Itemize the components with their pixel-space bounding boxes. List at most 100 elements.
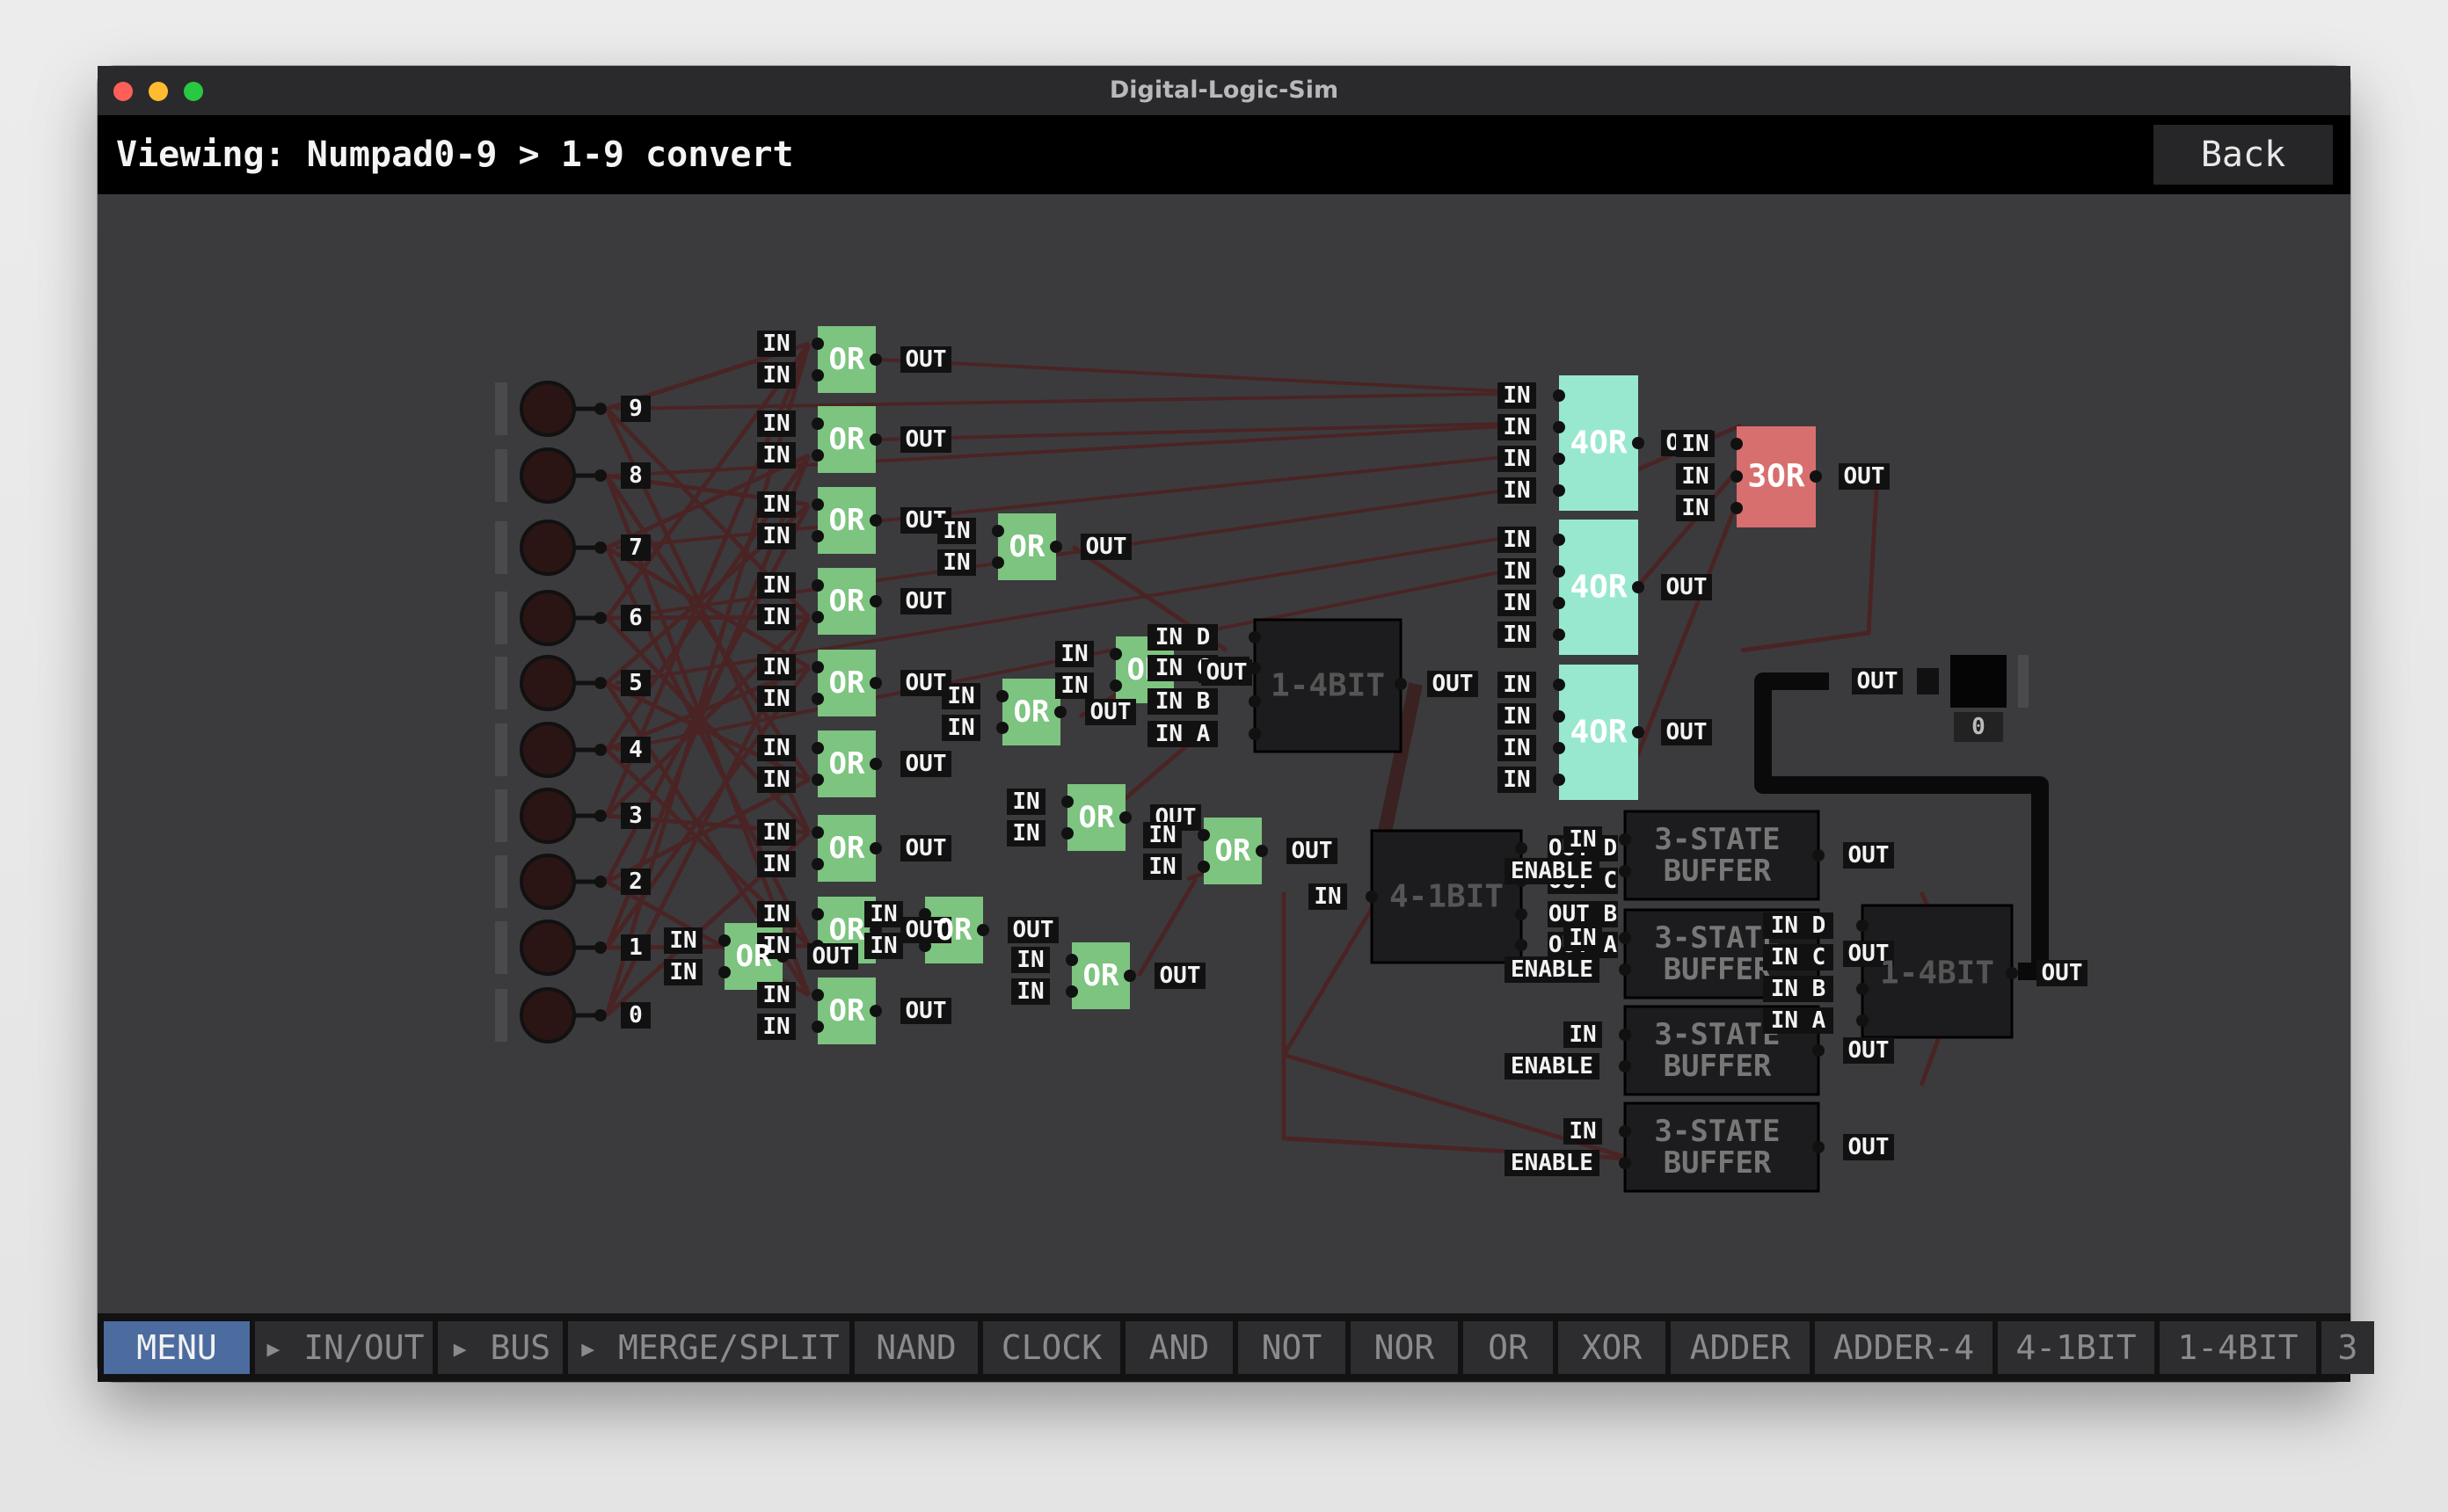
toolbar-item-clock[interactable]: CLOCK xyxy=(983,1321,1120,1374)
or-pin-out[interactable] xyxy=(870,353,882,366)
input-button-0[interactable] xyxy=(520,987,576,1043)
toolbar-item-bus[interactable]: ▸ BUS xyxy=(438,1321,563,1374)
input-button-8[interactable] xyxy=(520,447,576,504)
input-pin[interactable] xyxy=(594,810,607,822)
three-or-gate[interactable] xyxy=(1737,426,1816,527)
three-or-pin-in[interactable] xyxy=(1730,470,1743,483)
input-button-7[interactable] xyxy=(520,520,576,576)
minimize-dot-icon[interactable] xyxy=(149,82,168,101)
or-pin-in[interactable] xyxy=(1198,861,1210,873)
or-pin-in[interactable] xyxy=(812,369,824,382)
or-pin-in[interactable] xyxy=(1061,827,1074,840)
four-or-pin-in[interactable] xyxy=(1553,742,1565,754)
buffer-pin-out[interactable] xyxy=(1812,1141,1825,1153)
or-pin-in[interactable] xyxy=(812,418,824,430)
or-pin-in[interactable] xyxy=(812,774,824,786)
or-pin-out[interactable] xyxy=(870,758,882,770)
or-pin-out[interactable] xyxy=(870,677,882,689)
buffer-pin-out[interactable] xyxy=(1812,849,1825,861)
toolbar-item-and[interactable]: AND xyxy=(1126,1321,1233,1374)
input-button-1[interactable] xyxy=(520,920,576,976)
or-pin-in[interactable] xyxy=(812,742,824,754)
input-button-3[interactable] xyxy=(520,788,576,844)
input-handle[interactable] xyxy=(495,921,507,974)
or-pin-out[interactable] xyxy=(870,842,882,854)
close-dot-icon[interactable] xyxy=(113,82,133,101)
or-gate-5[interactable] xyxy=(818,731,876,797)
toolbar-item-1-4bit[interactable]: 1-4BIT xyxy=(2160,1321,2316,1374)
toolbar-item-3[interactable]: 3 xyxy=(2321,1321,2374,1374)
four-or-pin-out[interactable] xyxy=(1632,437,1644,449)
input-pin[interactable] xyxy=(594,876,607,888)
or-pin-in[interactable] xyxy=(812,338,824,350)
input-handle[interactable] xyxy=(495,789,507,842)
buffer-pin-enable[interactable] xyxy=(1619,865,1631,877)
toolbar-item-adder[interactable]: ADDER xyxy=(1671,1321,1810,1374)
chip-pin[interactable] xyxy=(1249,695,1261,708)
or-pin-in[interactable] xyxy=(992,525,1004,537)
or-gate-4[interactable] xyxy=(818,650,876,716)
or-pin-in[interactable] xyxy=(812,858,824,870)
or-pin-in[interactable] xyxy=(812,498,824,511)
or-pin-out[interactable] xyxy=(1050,541,1062,553)
four-or-pin-in[interactable] xyxy=(1553,710,1565,723)
input-pin[interactable] xyxy=(594,744,607,756)
input-pin[interactable] xyxy=(594,941,607,954)
or-gate-3[interactable] xyxy=(818,568,876,635)
four-or-pin-in[interactable] xyxy=(1553,774,1565,786)
or-pin-out[interactable] xyxy=(1256,845,1268,857)
chip-pin-out[interactable] xyxy=(1515,908,1527,920)
buffer-pin-in[interactable] xyxy=(1619,932,1631,944)
chip-pin-out[interactable] xyxy=(1515,939,1527,951)
or-pin-in[interactable] xyxy=(812,1021,824,1033)
input-pin[interactable] xyxy=(594,1009,607,1021)
four-or-pin-out[interactable] xyxy=(1632,726,1644,738)
four-or-gate-1[interactable] xyxy=(1559,520,1638,655)
toolbar-item-xor[interactable]: XOR xyxy=(1558,1321,1665,1374)
chip-pin-in[interactable] xyxy=(1366,890,1378,903)
four-or-pin-in[interactable] xyxy=(1553,484,1565,497)
or-pin-in[interactable] xyxy=(996,722,1009,734)
chip-pin-out[interactable] xyxy=(1395,678,1407,690)
buffer-pin-enable[interactable] xyxy=(1619,1157,1631,1169)
toolbar-item-4-1bit[interactable]: 4-1BIT xyxy=(1998,1321,2154,1374)
or-pin-in[interactable] xyxy=(812,661,824,673)
input-pin[interactable] xyxy=(594,677,607,689)
four-or-pin-in[interactable] xyxy=(1553,565,1565,578)
or-pin-in[interactable] xyxy=(812,611,824,623)
input-pin[interactable] xyxy=(594,469,607,482)
three-or-pin-out[interactable] xyxy=(1810,470,1822,483)
circuit-canvas[interactable]: 9876543210ORININOUTORININOUTORININOUTORI… xyxy=(98,66,2350,1313)
input-handle[interactable] xyxy=(495,592,507,644)
input-pin[interactable] xyxy=(594,612,607,624)
toolbar-item-in-out[interactable]: ▸ IN/OUT xyxy=(255,1321,433,1374)
or-pin-in[interactable] xyxy=(1061,796,1074,808)
input-handle[interactable] xyxy=(495,723,507,776)
or-gate-6[interactable] xyxy=(818,815,876,882)
chip-pin[interactable] xyxy=(1249,631,1261,643)
or-pin-in[interactable] xyxy=(812,579,824,592)
buffer-pin-in[interactable] xyxy=(1619,1125,1631,1138)
input-handle[interactable] xyxy=(495,855,507,908)
chip-pin[interactable] xyxy=(1249,728,1261,740)
or-pin-in[interactable] xyxy=(1110,648,1122,660)
zoom-dot-icon[interactable] xyxy=(184,82,203,101)
input-handle[interactable] xyxy=(495,657,507,709)
toolbar-item-adder-4[interactable]: ADDER-4 xyxy=(1815,1321,1993,1374)
three-or-pin-in[interactable] xyxy=(1730,502,1743,514)
or-pin-in[interactable] xyxy=(812,826,824,839)
input-button-6[interactable] xyxy=(520,590,576,646)
four-or-pin-in[interactable] xyxy=(1553,534,1565,546)
four-or-gate-2[interactable] xyxy=(1559,665,1638,800)
chip-pin[interactable] xyxy=(1856,920,1869,932)
buffer-pin-in[interactable] xyxy=(1619,1029,1631,1041)
buffer-pin-enable[interactable] xyxy=(1619,1060,1631,1072)
chip-pin[interactable] xyxy=(1856,983,1869,995)
four-or-pin-in[interactable] xyxy=(1553,597,1565,609)
chip-1-4bit-b[interactable] xyxy=(1861,904,2014,1039)
four-or-pin-out[interactable] xyxy=(1632,581,1644,593)
or-gate-x1[interactable] xyxy=(1002,679,1060,745)
or-pin-out[interactable] xyxy=(870,1005,882,1017)
four-or-pin-in[interactable] xyxy=(1553,453,1565,465)
or-pin-out[interactable] xyxy=(1124,970,1136,982)
